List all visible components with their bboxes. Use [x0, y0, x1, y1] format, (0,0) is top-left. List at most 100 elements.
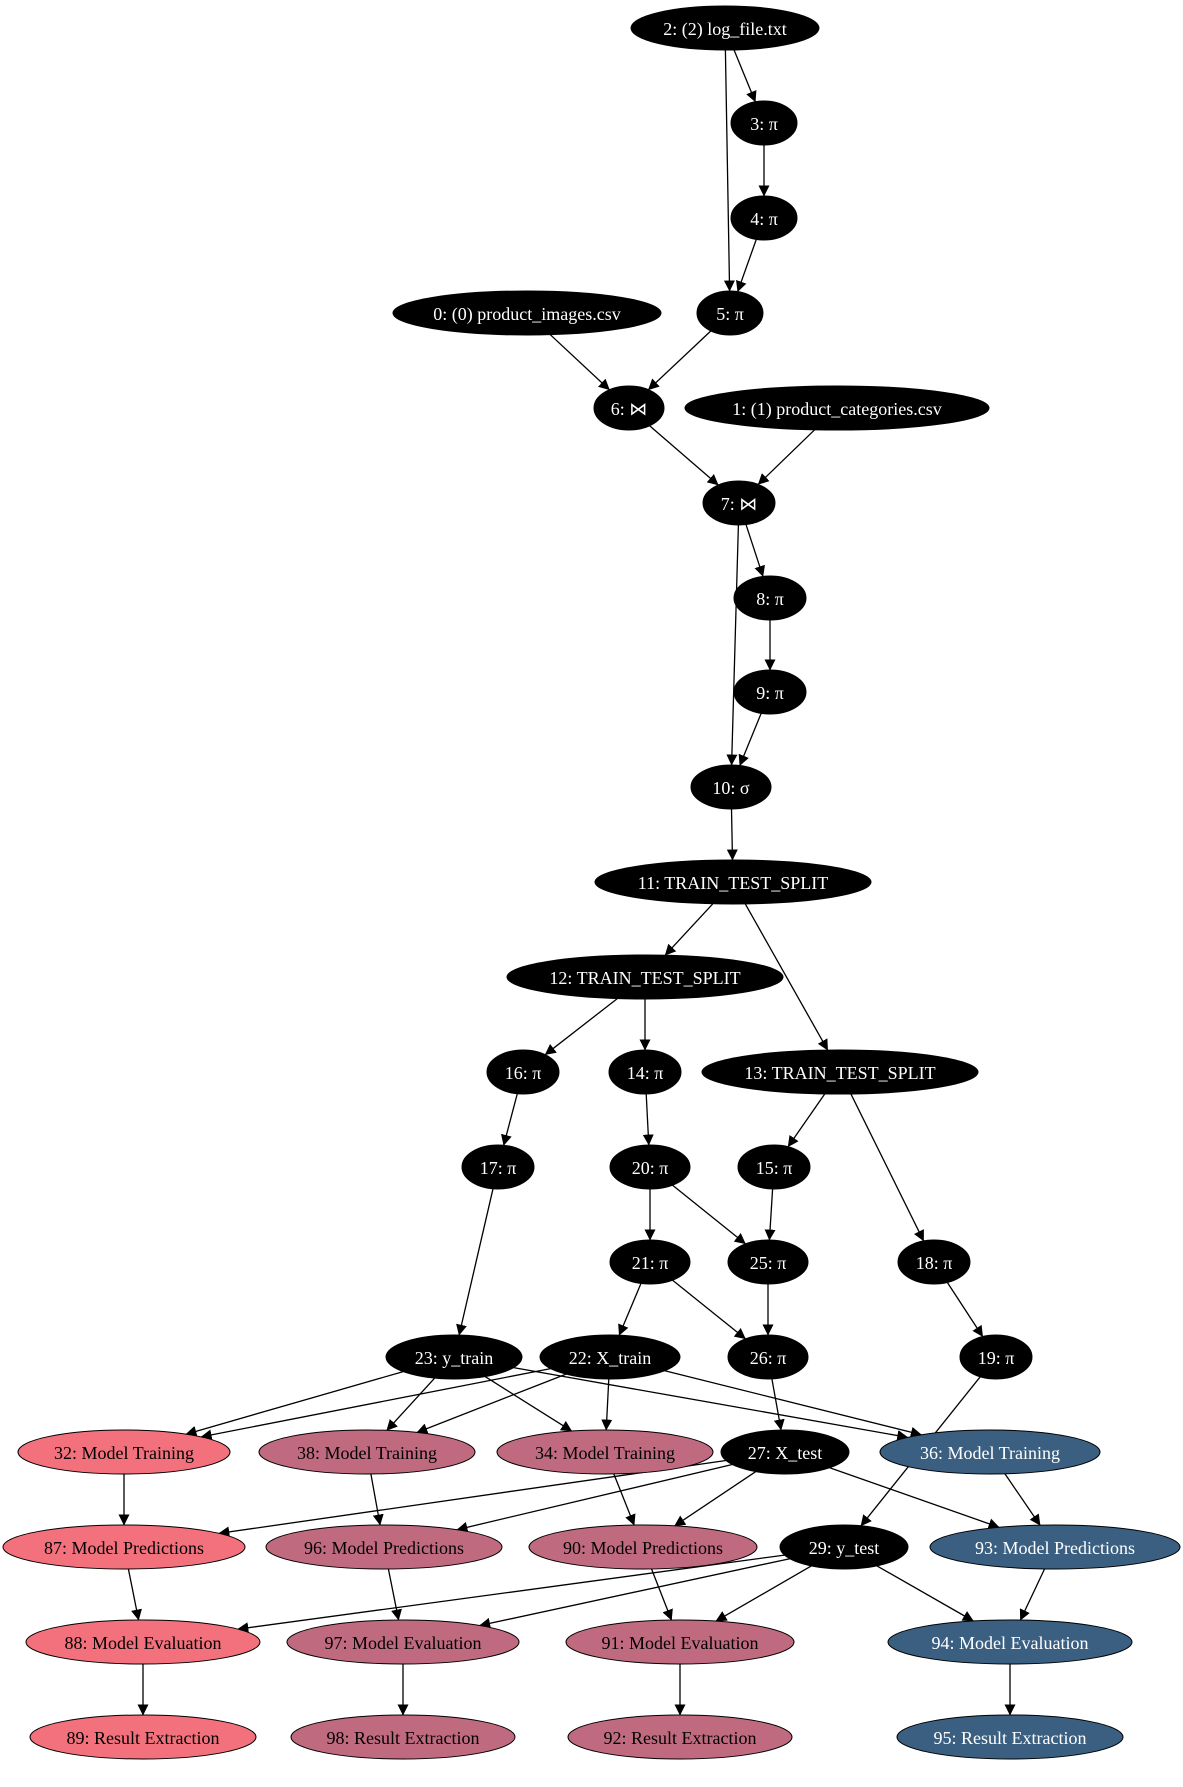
- node-4: 4: π: [730, 195, 798, 241]
- node-label: 21: π: [632, 1253, 669, 1273]
- edge-22-to-34: [601, 1378, 613, 1431]
- node-shape: [2, 1524, 246, 1570]
- node-2: 2: (2) log_file.txt: [630, 5, 820, 51]
- node-25: 25: π: [727, 1239, 809, 1285]
- node-shape: [528, 1524, 758, 1570]
- node-20: 20: π: [609, 1144, 691, 1190]
- node-34: 34: Model Training: [496, 1429, 714, 1475]
- node-label: 13: TRAIN_TEST_SPLIT: [744, 1063, 935, 1083]
- node-shape: [496, 1429, 714, 1475]
- node-shape: [727, 1239, 809, 1285]
- node-shape: [879, 1429, 1101, 1475]
- node-label: 36: Model Training: [920, 1443, 1060, 1463]
- node-label: 6: ⋈: [611, 399, 648, 419]
- edge-17-to-23: [456, 1188, 494, 1336]
- node-shape: [684, 385, 990, 431]
- node-89: 89: Result Extraction: [29, 1714, 257, 1760]
- node-label: 5: π: [716, 304, 744, 324]
- node-shape: [630, 5, 820, 51]
- node-label: 14: π: [627, 1063, 664, 1083]
- node-shape: [887, 1619, 1133, 1665]
- edge-16-to-17: [501, 1093, 518, 1146]
- node-label: 26: π: [750, 1348, 787, 1368]
- edge-22-to-36: [664, 1370, 922, 1438]
- node-98: 98: Result Extraction: [290, 1714, 516, 1760]
- edge-36-to-93: [1004, 1473, 1041, 1526]
- edge-29-to-88: [237, 1554, 785, 1634]
- node-97: 97: Model Evaluation: [286, 1619, 520, 1665]
- node-shape: [385, 1334, 523, 1380]
- edge-29-to-97: [479, 1558, 790, 1629]
- node-label: 8: π: [756, 589, 784, 609]
- node-23: 23: y_train: [385, 1334, 523, 1380]
- node-88: 88: Model Evaluation: [25, 1619, 261, 1665]
- node-shape: [896, 1714, 1124, 1760]
- node-shape: [959, 1334, 1033, 1380]
- node-label: 12: TRAIN_TEST_SPLIT: [549, 968, 740, 988]
- node-shape: [594, 859, 872, 905]
- node-label: 96: Model Predictions: [304, 1538, 464, 1558]
- node-label: 91: Model Evaluation: [602, 1633, 759, 1653]
- node-16: 16: π: [486, 1049, 560, 1095]
- node-shape: [29, 1714, 257, 1760]
- node-92: 92: Result Extraction: [567, 1714, 793, 1760]
- edge-13-to-15: [787, 1093, 826, 1148]
- node-label: 3: π: [750, 114, 778, 134]
- node-label: 29: y_test: [809, 1538, 880, 1558]
- node-shape: [290, 1714, 516, 1760]
- node-shape: [567, 1714, 793, 1760]
- node-label: 38: Model Training: [297, 1443, 437, 1463]
- edge-11-to-13: [744, 903, 829, 1051]
- node-label: 0: (0) product_images.csv: [433, 304, 620, 325]
- node-10: 10: σ: [690, 764, 772, 810]
- node-shape: [286, 1619, 520, 1665]
- edge-22-to-32: [200, 1367, 551, 1441]
- node-label: 98: Result Extraction: [327, 1728, 480, 1748]
- node-22: 22: X_train: [539, 1334, 681, 1380]
- node-label: 27: X_test: [748, 1443, 823, 1463]
- node-3: 3: π: [730, 100, 798, 146]
- node-shape: [461, 1144, 535, 1190]
- edge-34-to-90: [613, 1473, 636, 1526]
- node-12: 12: TRAIN_TEST_SPLIT: [506, 954, 784, 1000]
- node-9: 9: π: [733, 669, 807, 715]
- node-shape: [929, 1524, 1181, 1570]
- node-15: 15: π: [737, 1144, 811, 1190]
- node-shape: [733, 669, 807, 715]
- node-label: 34: Model Training: [535, 1443, 675, 1463]
- node-label: 92: Result Extraction: [604, 1728, 757, 1748]
- node-label: 95: Result Extraction: [934, 1728, 1087, 1748]
- edge-12-to-16: [544, 998, 618, 1056]
- edge-26-to-27: [771, 1378, 785, 1431]
- node-shape: [608, 1049, 682, 1095]
- node-label: 23: y_train: [415, 1348, 494, 1368]
- edge-21-to-26: [672, 1279, 746, 1340]
- node-label: 17: π: [480, 1158, 517, 1178]
- node-shape: [539, 1334, 681, 1380]
- node-38: 38: Model Training: [258, 1429, 476, 1475]
- node-26: 26: π: [727, 1334, 809, 1380]
- node-96: 96: Model Predictions: [265, 1524, 503, 1570]
- edge-5-to-6: [647, 330, 712, 391]
- node-shape: [733, 575, 807, 621]
- node-shape: [392, 290, 662, 336]
- edge-10-to-11: [726, 808, 738, 861]
- node-label: 18: π: [916, 1253, 953, 1273]
- node-shape: [486, 1049, 560, 1095]
- edge-1-to-7: [757, 429, 816, 485]
- edge-23-to-38: [386, 1377, 436, 1431]
- node-1: 1: (1) product_categories.csv: [684, 385, 990, 431]
- node-label: 89: Result Extraction: [67, 1728, 220, 1748]
- node-shape: [737, 1144, 811, 1190]
- edge-20-to-25: [672, 1184, 746, 1245]
- edge-0-to-6: [549, 334, 610, 391]
- edge-29-to-91: [715, 1565, 812, 1622]
- node-94: 94: Model Evaluation: [887, 1619, 1133, 1665]
- edge-15-to-25: [764, 1188, 776, 1241]
- edge-2-to-3: [733, 49, 757, 103]
- node-label: 32: Model Training: [54, 1443, 194, 1463]
- edge-11-to-12: [664, 903, 714, 956]
- edge-90-to-91: [650, 1568, 673, 1621]
- node-21: 21: π: [609, 1239, 691, 1285]
- edge-23-to-34: [484, 1376, 573, 1432]
